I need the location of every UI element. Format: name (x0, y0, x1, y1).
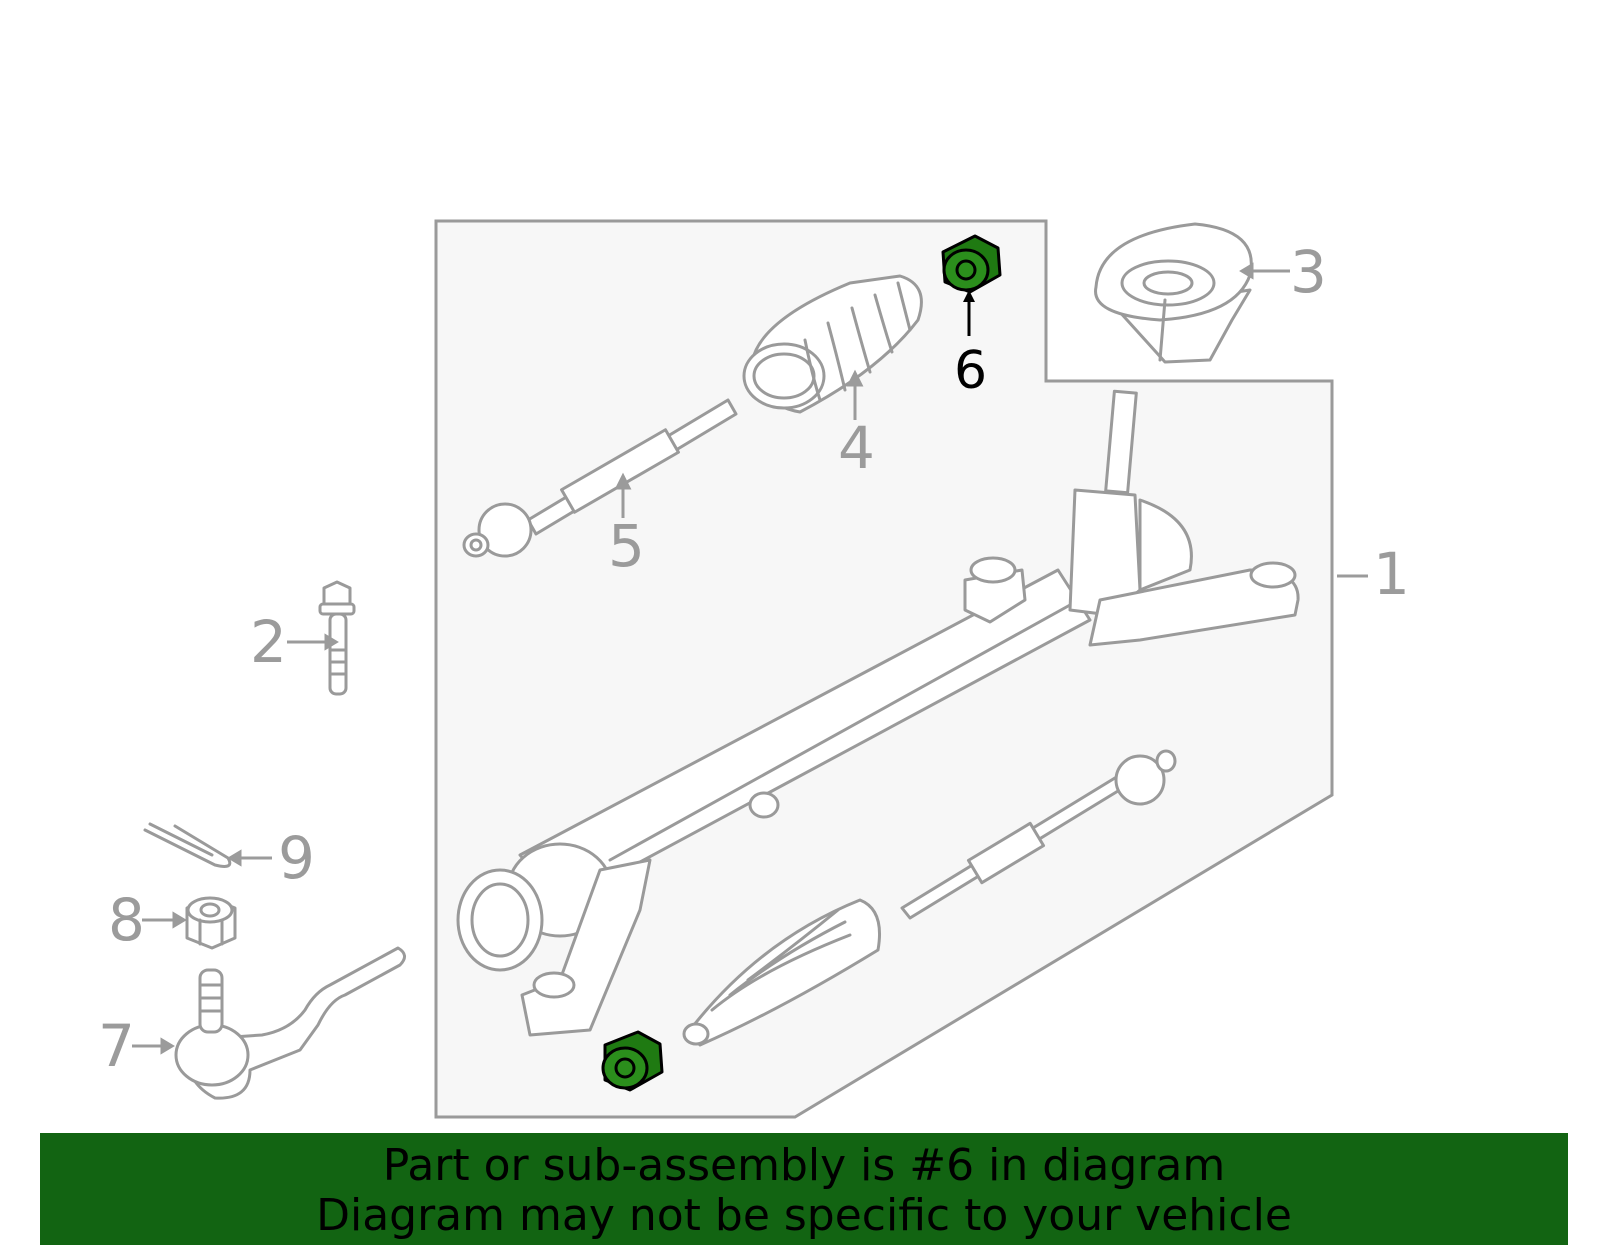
callout-2: 2 (250, 608, 287, 676)
callout-4: 4 (838, 414, 875, 482)
steering-insulator[interactable] (1094, 222, 1253, 364)
callout-7: 7 (98, 1012, 135, 1080)
callout-9: 9 (278, 824, 315, 892)
rack-boot-upper[interactable] (742, 274, 923, 414)
inner-tie-rod[interactable] (462, 398, 738, 558)
banner-line-part-number: Part or sub-assembly is #6 in diagram (382, 1140, 1226, 1191)
rack-bushing-upper[interactable] (941, 234, 1002, 294)
callout-8: 8 (108, 886, 145, 954)
callout-6-highlighted: 6 (954, 341, 987, 401)
outer-tie-rod-end[interactable] (174, 946, 406, 1100)
callout-3: 3 (1290, 238, 1327, 306)
banner-line-disclaimer: Diagram may not be specific to your vehi… (316, 1190, 1292, 1241)
mounting-bolt[interactable] (318, 580, 356, 696)
callout-1: 1 (1373, 540, 1410, 608)
cotter-pin[interactable] (143, 822, 232, 868)
castle-nut[interactable] (185, 896, 237, 950)
callout-leader-6 (963, 290, 975, 336)
info-banner: Part or sub-assembly is #6 in diagram Di… (40, 1133, 1568, 1245)
rack-bushing-lower[interactable] (601, 1030, 664, 1092)
callout-leaders (132, 262, 1368, 1055)
callout-5: 5 (608, 512, 645, 580)
steering-rack-housing[interactable] (456, 389, 1300, 1047)
